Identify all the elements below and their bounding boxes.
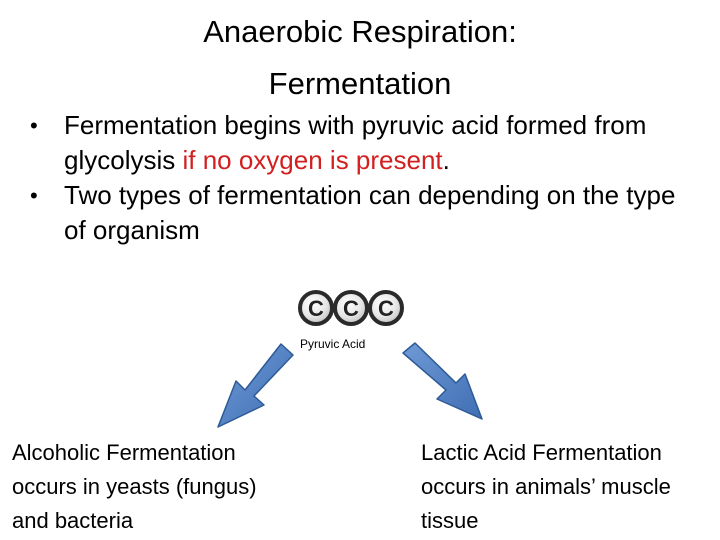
lactic-caption-line-2: occurs in animals’ muscle bbox=[421, 474, 671, 499]
pyruvic-acid-molecule: C C C bbox=[298, 290, 404, 326]
bullet-1-highlight: if no oxygen is present bbox=[182, 145, 443, 175]
lactic-acid-fermentation-caption: Lactic Acid Fermentation occurs in anima… bbox=[421, 436, 716, 538]
bullet-dot-icon: • bbox=[30, 113, 38, 138]
bullet-1-text-end: . bbox=[442, 145, 450, 175]
carbon-atom-2: C bbox=[333, 290, 369, 326]
carbon-atom-1: C bbox=[298, 290, 334, 326]
lactic-caption-line-1: Lactic Acid Fermentation bbox=[421, 440, 662, 465]
alcoholic-caption-line-1: Alcoholic Fermentation bbox=[12, 440, 236, 465]
left-arrow-icon bbox=[217, 343, 294, 428]
bullet-list: • Fermentation begins with pyruvic acid … bbox=[30, 108, 700, 248]
bullet-item-1: • Fermentation begins with pyruvic acid … bbox=[30, 108, 700, 178]
slide-title: Anaerobic Respiration: Fermentation bbox=[0, 6, 720, 110]
right-arrow-icon bbox=[402, 342, 483, 420]
slide-title-line-2: Fermentation bbox=[268, 66, 452, 101]
alcoholic-caption-line-3: and bacteria bbox=[12, 508, 134, 533]
carbon-atom-2-label: C bbox=[343, 296, 359, 321]
lactic-caption-line-3: tissue bbox=[421, 508, 479, 533]
pyruvic-acid-label: Pyruvic Acid bbox=[300, 337, 366, 351]
bullet-2-text: Two types of fermentation can depending … bbox=[64, 180, 676, 245]
alcoholic-caption-line-2: occurs in yeasts (fungus) bbox=[12, 474, 257, 499]
carbon-atom-3-label: C bbox=[378, 296, 394, 321]
slide-title-line-1: Anaerobic Respiration: bbox=[203, 14, 517, 49]
bullet-dot-icon: • bbox=[30, 183, 38, 208]
carbon-atom-3: C bbox=[368, 290, 404, 326]
alcoholic-fermentation-caption: Alcoholic Fermentation occurs in yeasts … bbox=[12, 436, 302, 538]
bullet-item-2: • Two types of fermentation can dependin… bbox=[30, 178, 700, 248]
carbon-atom-1-label: C bbox=[308, 296, 324, 321]
bullet-1-text: Fermentation begins with pyruvic acid fo… bbox=[64, 110, 647, 175]
